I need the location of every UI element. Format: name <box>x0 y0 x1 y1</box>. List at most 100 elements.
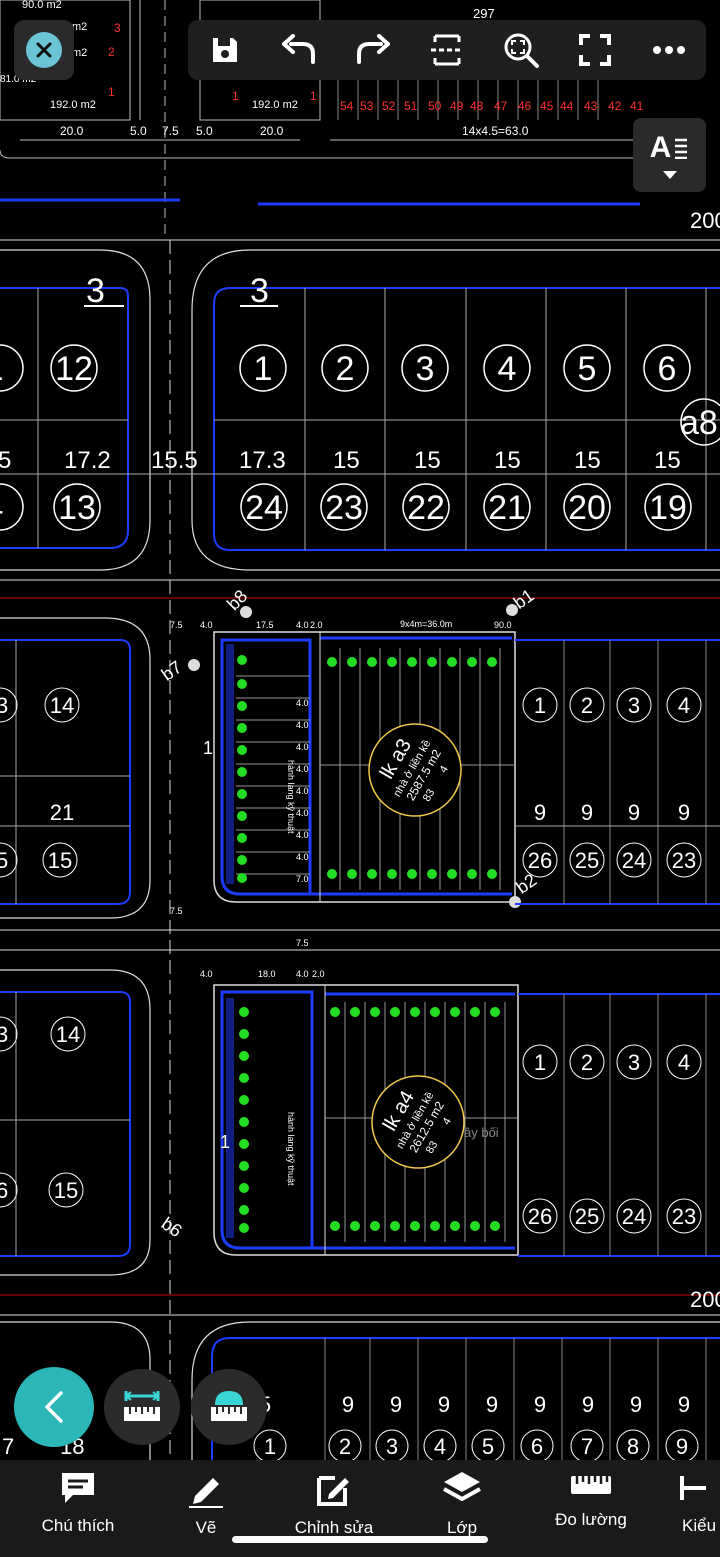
svg-text:2: 2 <box>108 45 115 59</box>
lot-number: 15 <box>48 848 72 873</box>
more-button[interactable] <box>645 26 693 74</box>
redo-button[interactable] <box>349 26 397 74</box>
lot-number: 4 <box>678 693 690 718</box>
lane-label: hành lang kỹ thuật <box>286 1112 296 1186</box>
dim-label: 4.0 <box>296 698 309 708</box>
cad-label: 14x4.5=63.0 <box>462 124 529 138</box>
section-button[interactable] <box>423 26 471 74</box>
lot-number: 14 <box>50 693 74 718</box>
fullscreen-icon <box>579 34 611 66</box>
width-label: 9 <box>630 1392 642 1417</box>
close-button[interactable] <box>14 20 74 80</box>
measure-area-button[interactable] <box>191 1369 267 1445</box>
zoom-extents-button[interactable] <box>497 26 545 74</box>
block-number: 3 <box>250 272 269 310</box>
road-width-label: 200 <box>690 208 720 233</box>
left-lots-middle: 3 14 21 5 15 <box>0 617 151 919</box>
lot-number: 2 <box>339 1434 351 1459</box>
svg-text:6: 6 <box>0 1178 8 1203</box>
width-label: 9 <box>534 1392 546 1417</box>
lot-number: 3 <box>386 1434 398 1459</box>
lot-number: 7 <box>2 1434 14 1459</box>
lot-number: 2 <box>581 1050 593 1075</box>
measure-area-icon <box>211 1391 247 1421</box>
width-label: 15 <box>574 447 601 474</box>
lot-number: 7 <box>581 1434 593 1459</box>
width-label: 9 <box>628 800 640 825</box>
undo-button[interactable] <box>275 26 323 74</box>
pencil-icon <box>189 1478 223 1508</box>
nav-annotate[interactable]: Chú thích <box>28 1470 128 1550</box>
text-style-button[interactable]: A <box>633 118 706 192</box>
nav-edit[interactable]: Chỉnh sửa <box>284 1470 384 1550</box>
lot-number: 3 <box>628 693 640 718</box>
width-label: 9 <box>438 1392 450 1417</box>
cad-label: 20.0 <box>60 124 84 138</box>
width-label: 15 <box>414 447 441 474</box>
lot-number: 13 <box>58 489 96 527</box>
fullscreen-button[interactable] <box>571 26 619 74</box>
svg-text:46: 46 <box>518 99 532 113</box>
dim-label: 7.5 <box>170 620 183 630</box>
upper-block-right <box>0 249 720 571</box>
right-lots-lower: 1 2 3 4 26 25 24 23 <box>518 993 720 1257</box>
ruler-icon <box>571 1476 611 1494</box>
lot-number: 14 <box>56 1022 80 1047</box>
undo-icon <box>282 34 315 64</box>
lot-number: 1 <box>534 693 546 718</box>
left-lots-lower: 3 14 6 15 <box>0 969 151 1276</box>
upper-top-lots: 1 12 1 2 3 4 5 6 a8 <box>0 344 720 446</box>
lot-number: 5 <box>578 350 597 388</box>
cad-label: 5.0 <box>130 124 147 138</box>
dim-label: 18.0 <box>258 969 276 979</box>
save-button[interactable] <box>201 26 249 74</box>
lot-number: 1 <box>254 350 273 388</box>
nav-draw[interactable]: Vẽ <box>170 1470 242 1550</box>
block-number: 3 <box>86 272 105 310</box>
lot-number: 19 <box>649 489 687 527</box>
lot-number: 1 <box>264 1434 276 1459</box>
svg-text:47: 47 <box>494 99 508 113</box>
redo-icon <box>357 34 390 64</box>
edge-label: 1 <box>220 1132 230 1152</box>
width-label: 15 <box>494 447 521 474</box>
lot-number: 23 <box>672 1204 696 1229</box>
block-a3: lk a3 nhà ở liền kề 2587.5 m2 83 4 9x4m=… <box>170 619 516 916</box>
edit-icon <box>317 1476 349 1506</box>
lot-number: 4 <box>434 1434 446 1459</box>
cad-label: 297 <box>473 6 495 21</box>
measure-distance-button[interactable] <box>104 1369 180 1445</box>
dim-label: 4.0 <box>296 764 309 774</box>
cad-label: m2 <box>72 47 87 59</box>
cad-label: 90.0 m2 <box>22 0 62 11</box>
style-icon <box>680 1476 706 1500</box>
back-button[interactable] <box>14 1367 94 1447</box>
nav-layers[interactable]: Lớp <box>422 1470 502 1550</box>
svg-text:3: 3 <box>114 21 121 35</box>
bottom-block: 9 9 9 9 9 9 9 9 .5 1 2 3 4 5 6 7 8 9 7 1… <box>0 1321 720 1460</box>
svg-text:52: 52 <box>382 99 396 113</box>
lot-number: 24 <box>622 1204 646 1229</box>
lot-number: 25 <box>575 848 599 873</box>
dim-label: 4.0 <box>296 852 309 862</box>
width-label: 9 <box>534 800 546 825</box>
road-width-label: 200 <box>690 1287 720 1312</box>
edge-label: 1 <box>203 738 213 758</box>
dim-label: 7.5 <box>170 906 183 916</box>
dim-label: 2.0 <box>310 620 323 630</box>
save-icon <box>213 38 237 62</box>
nav-measure[interactable]: Đo lường <box>544 1470 638 1550</box>
lot-number: 3 <box>628 1050 640 1075</box>
svg-text:5: 5 <box>0 848 8 873</box>
nav-style[interactable]: Kiểu <box>676 1470 720 1550</box>
lot-number: 12 <box>55 350 93 388</box>
lot-number: 22 <box>407 489 445 527</box>
cad-label: m2 <box>72 21 87 33</box>
width-label: 9 <box>582 1392 594 1417</box>
width-label: 21 <box>50 800 74 825</box>
lot-number: 2 <box>581 693 593 718</box>
width-label: 15 <box>333 447 360 474</box>
cad-drawing-canvas[interactable]: 90.0 m2 m2 m2 81.0 m2 192.0 m2 192.0 m2 … <box>0 0 720 1460</box>
close-icon <box>26 32 62 68</box>
